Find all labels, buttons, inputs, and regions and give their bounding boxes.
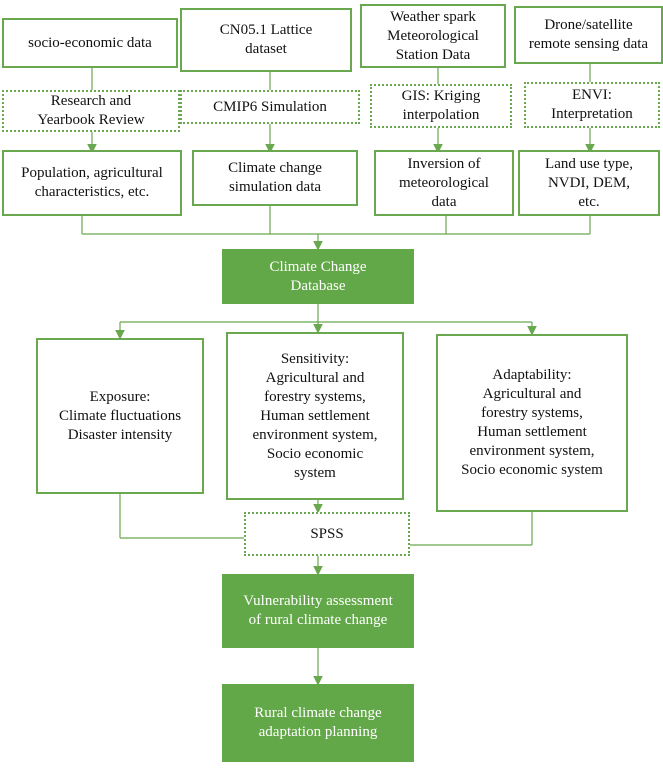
method-cmip6-label: CMIP6 Simulation: [213, 98, 327, 115]
source-socio-economic: socio-economic data: [2, 18, 178, 68]
output-meteorological-inversion: Inversion of meteorological data: [374, 150, 514, 216]
method-gis-kriging: GIS: Kriging interpolation: [370, 84, 512, 128]
indicator-adaptability: Adaptability: Agricultural and forestry …: [436, 334, 628, 512]
vulnerability-assessment: Vulnerability assessment of rural climat…: [222, 574, 414, 648]
source-weather-station-label: Weather spark Meteorological Station Dat…: [387, 8, 479, 63]
source-cn05-lattice-label: CN05.1 Lattice dataset: [219, 22, 313, 57]
vulnerability-assessment-label: Vulnerability assessment of rural climat…: [243, 593, 393, 628]
source-cn05-lattice: CN05.1 Lattice dataset: [180, 8, 352, 72]
indicator-exposure-label: Exposure: Climate fluctuations Disaster …: [58, 388, 182, 443]
method-research-review-label: Research and Yearbook Review: [37, 93, 145, 128]
spss-label: SPSS: [310, 525, 344, 542]
source-remote-sensing: Drone/satellite remote sensing data: [514, 6, 663, 64]
method-envi-label: ENVI: Interpretation: [551, 87, 633, 122]
spss-box: SPSS: [244, 512, 410, 556]
method-cmip6: CMIP6 Simulation: [180, 90, 360, 124]
climate-change-database: Climate Change Database: [222, 249, 414, 304]
method-research-review: Research and Yearbook Review: [2, 90, 180, 132]
method-gis-kriging-label: GIS: Kriging interpolation: [401, 88, 481, 123]
method-envi: ENVI: Interpretation: [524, 82, 660, 128]
output-land-use-label: Land use type, NVDI, DEM, etc.: [545, 155, 633, 210]
output-meteorological-inversion-label: Inversion of meteorological data: [399, 155, 489, 210]
output-population: Population, agricultural characteristics…: [2, 150, 182, 216]
source-socio-economic-label: socio-economic data: [28, 34, 152, 51]
adaptation-planning: Rural climate change adaptation planning: [222, 684, 414, 762]
climate-change-database-label: Climate Change Database: [269, 258, 367, 294]
output-land-use: Land use type, NVDI, DEM, etc.: [518, 150, 660, 216]
indicator-sensitivity: Sensitivity: Agricultural and forestry s…: [226, 332, 404, 500]
output-population-label: Population, agricultural characteristics…: [21, 165, 163, 200]
adaptation-planning-label: Rural climate change adaptation planning: [254, 705, 382, 740]
indicator-exposure: Exposure: Climate fluctuations Disaster …: [36, 338, 204, 494]
output-climate-simulation: Climate change simulation data: [192, 150, 358, 206]
indicator-adaptability-label: Adaptability: Agricultural and forestry …: [461, 367, 603, 478]
output-climate-simulation-label: Climate change simulation data: [228, 160, 322, 195]
source-weather-station: Weather spark Meteorological Station Dat…: [360, 4, 506, 68]
indicator-sensitivity-label: Sensitivity: Agricultural and forestry s…: [252, 350, 378, 481]
source-remote-sensing-label: Drone/satellite remote sensing data: [528, 17, 649, 52]
